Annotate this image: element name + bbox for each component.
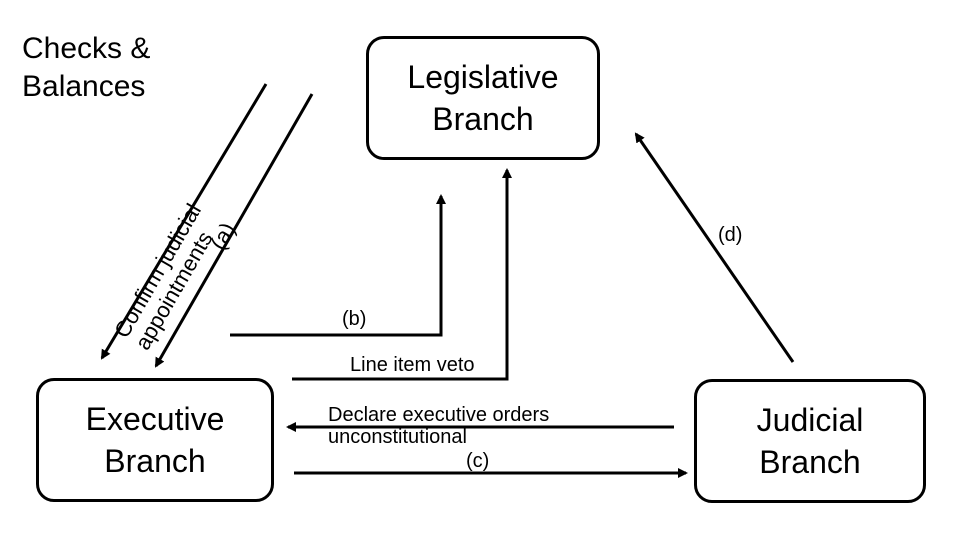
judicial-branch-box: Judicial Branch: [694, 379, 926, 503]
label-c-text: Declare executive orders unconstitutiona…: [328, 404, 550, 448]
arrow-veto: [292, 168, 512, 381]
arrow-b: [230, 194, 446, 337]
label-d: (d): [718, 224, 743, 246]
arrow-a-inner: [154, 93, 314, 368]
executive-branch-box: Executive Branch: [36, 378, 274, 502]
label-b: (b): [342, 308, 367, 330]
arrow-d: [634, 132, 795, 363]
arrow-a-outer: [100, 83, 268, 360]
page-title: Checks & Balances: [22, 32, 151, 103]
label-line-item-veto: Line item veto: [350, 354, 475, 376]
label-c-marker: (c): [466, 450, 490, 472]
legislative-branch-box: Legislative Branch: [366, 36, 600, 160]
